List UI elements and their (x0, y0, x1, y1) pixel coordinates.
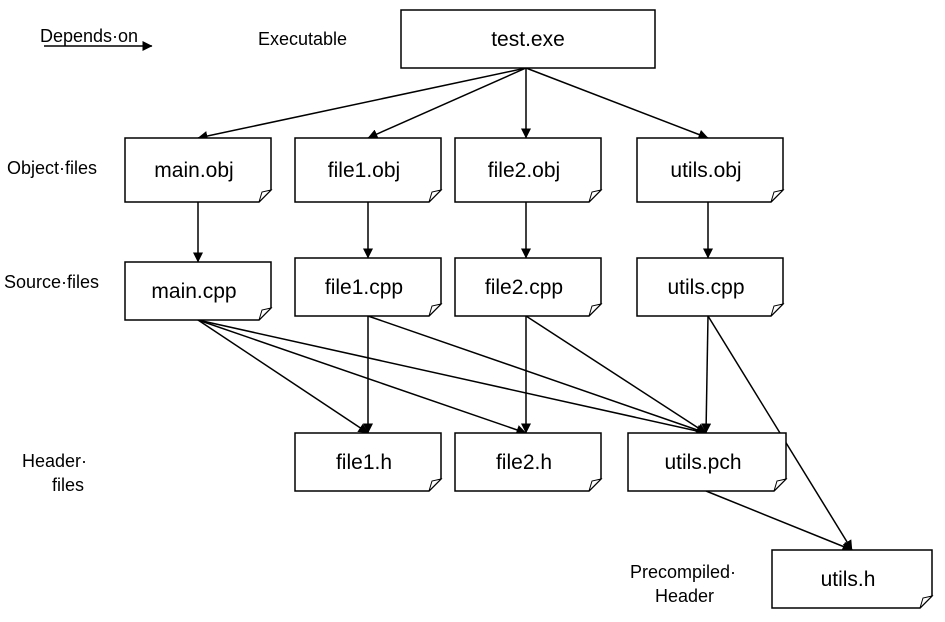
node-label: utils.cpp (667, 276, 744, 299)
node-main-cpp: main.cpp (124, 261, 273, 321)
folded-corner (919, 595, 934, 609)
node-label: main.obj (154, 159, 233, 182)
folded-corner (588, 303, 603, 317)
node-label: file2.h (496, 451, 552, 474)
node-label: file1.cpp (325, 276, 403, 299)
node-label: file2.obj (488, 159, 560, 182)
node-label: file1.obj (328, 159, 400, 182)
node-file2-obj: file2.obj (454, 137, 603, 203)
node-label: utils.pch (664, 451, 741, 474)
folded-corner (258, 189, 273, 203)
node-label: file1.h (336, 451, 392, 474)
node-file2-h: file2.h (454, 432, 603, 492)
node-file1-cpp: file1.cpp (294, 257, 443, 317)
edge-utils-cpp-to-utils-pch (701, 315, 712, 434)
node-label: main.cpp (151, 280, 236, 303)
node-label: utils.obj (670, 159, 741, 182)
folded-corner (428, 189, 443, 203)
folded-corner (428, 303, 443, 317)
folded-corner (588, 189, 603, 203)
edge-file1-cpp-to-utils-pch (367, 315, 707, 435)
node-utils-obj: utils.obj (636, 137, 785, 203)
edge-test-exe-to-main-obj (197, 67, 527, 141)
node-file1-obj: file1.obj (294, 137, 443, 203)
precompiled-label-line1: Precompiled· (630, 562, 736, 582)
source-files-label: Source·files (4, 272, 99, 292)
node-file2-cpp: file2.cpp (454, 257, 603, 317)
header-files-label-line1: Header· (22, 451, 87, 471)
edge-file2-cpp-to-utils-pch (525, 315, 707, 434)
folded-corner (770, 189, 785, 203)
node-label: utils.h (821, 568, 876, 591)
edge-main-cpp-to-file1-h (197, 319, 369, 434)
folded-corner (773, 478, 788, 492)
node-box (400, 9, 656, 69)
node-utils-pch: utils.pch (627, 432, 788, 492)
node-main-obj: main.obj (124, 137, 273, 203)
folded-corner (428, 478, 443, 492)
node-utils-cpp: utils.cpp (636, 257, 785, 317)
legend: Depends·on (40, 26, 153, 51)
folded-corner (770, 303, 785, 317)
edge-test-exe-to-utils-obj (525, 67, 709, 140)
header-files-label-line2: files (52, 475, 84, 495)
node-utils-h: utils.h (771, 549, 934, 609)
node-file1-h: file1.h (294, 432, 443, 492)
node-label: test.exe (491, 28, 565, 51)
executable-label: Executable (258, 29, 347, 49)
edge-utils-pch-to-utils-h (705, 490, 853, 552)
precompiled-label-line2: Header (655, 586, 714, 606)
node-test-exe: test.exe (400, 9, 656, 69)
object-files-label: Object·files (7, 158, 97, 178)
edge-test-exe-to-file1-obj (367, 67, 527, 139)
folded-corner (588, 478, 603, 492)
node-label: file2.cpp (485, 276, 563, 299)
legend-label: Depends·on (40, 26, 138, 46)
folded-corner (258, 307, 273, 321)
edge-main-cpp-to-utils-pch (197, 319, 707, 436)
nodes: test.exe main.obj file1.obj file2.obj utils.… (124, 9, 934, 609)
edge-main-cpp-to-file2-h (197, 319, 527, 435)
